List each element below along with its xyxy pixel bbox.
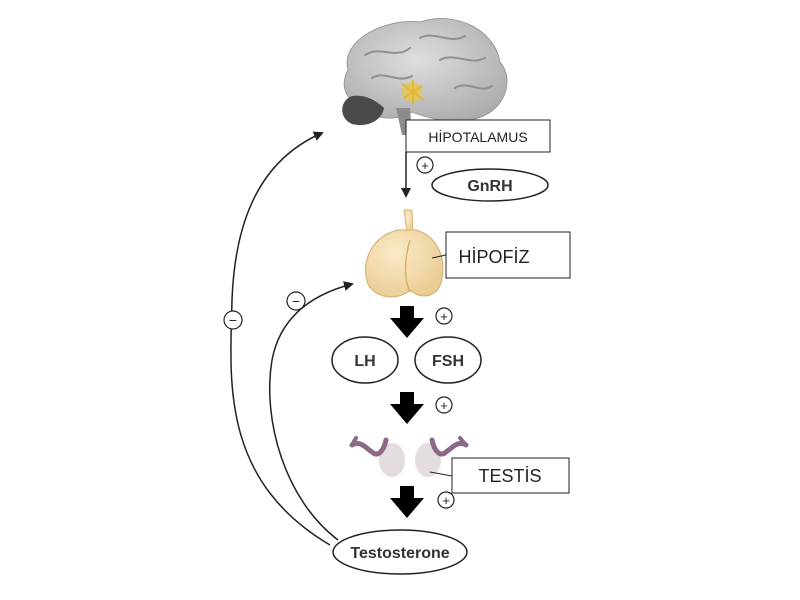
testis-label: TESTİS [429, 457, 570, 494]
feedback-to-pituitary-arrow [269, 281, 354, 541]
testis-to-testosterone-arrow [390, 486, 424, 518]
fsh-text: FSH [432, 353, 464, 370]
lh-node: LH [331, 336, 399, 384]
pituitary-inhibit-sign: − [286, 291, 306, 311]
feedback-to-hypothalamus-arrow [230, 131, 331, 546]
lh-text: LH [354, 353, 375, 370]
testosterone-node: Testosterone [332, 529, 468, 575]
pituitary-to-gonadotropins-arrow [390, 306, 424, 338]
testis-stimulate-sign: + [435, 396, 453, 414]
sign-text: + [440, 309, 448, 324]
pituitary-illustration [364, 209, 444, 298]
testis-illustration [349, 436, 469, 477]
gonadotropin-stimulate-sign: + [435, 307, 453, 325]
hypothalamus-label: HİPOTALAMUS [405, 119, 551, 153]
sign-text: + [440, 398, 448, 413]
pituitary-label: HİPOFİZ [431, 231, 571, 279]
sign-text: − [229, 312, 237, 328]
gnrh-text: GnRH [467, 178, 512, 195]
sign-text: + [442, 493, 450, 508]
testis-text: TESTİS [478, 466, 541, 486]
testosterone-text: Testosterone [350, 545, 449, 562]
brain-illustration [342, 18, 508, 135]
pituitary-text: HİPOFİZ [459, 247, 530, 267]
hypothalamus-inhibit-sign: − [223, 310, 243, 330]
gnrh-node: GnRH [431, 168, 549, 202]
gonadotropins-to-testis-arrow [390, 392, 424, 424]
sign-text: − [292, 293, 300, 309]
gnrh-stimulate-sign: + [416, 156, 434, 174]
sign-text: + [421, 158, 429, 173]
testosterone-stimulate-sign: + [437, 491, 455, 509]
hypothalamus-text: HİPOTALAMUS [428, 128, 527, 145]
fsh-node: FSH [414, 336, 482, 384]
